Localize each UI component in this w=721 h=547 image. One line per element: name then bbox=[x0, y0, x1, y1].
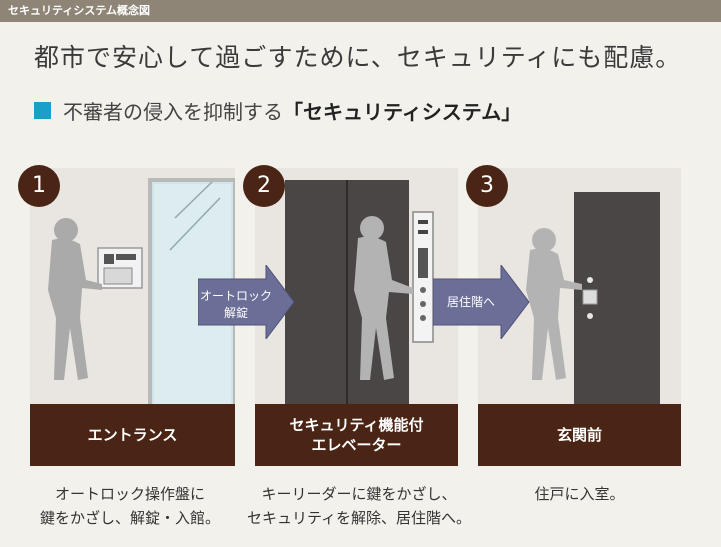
arrow-label-line1: 居住階へ bbox=[446, 295, 495, 309]
front-door-illustration bbox=[526, 192, 660, 404]
caption-line1: 住戸に入室。 bbox=[534, 485, 625, 503]
step-label-line1: 玄関前 bbox=[556, 426, 602, 444]
step-label-band: 玄関前 bbox=[478, 404, 681, 466]
step-number-badge: 3 bbox=[466, 165, 508, 207]
step-number-badge: 1 bbox=[18, 165, 60, 207]
arrow-label-line1: オートロック bbox=[199, 289, 272, 303]
caption-line1: オートロック操作盤に bbox=[54, 485, 205, 503]
step-panel-elevator: セキュリティ機能付 エレベーター bbox=[255, 168, 458, 466]
arrow-right-icon bbox=[433, 265, 530, 339]
arrow-label-line2: 解錠 bbox=[223, 306, 248, 320]
step-label-line1: エントランス bbox=[87, 426, 178, 444]
step-label-band: エントランス bbox=[30, 404, 235, 466]
headline: 都市で安心して過ごすために、セキュリティにも配慮。 bbox=[34, 43, 682, 72]
subheading: 不審者の侵入を抑制する 「セキュリティシステム」 bbox=[34, 96, 521, 125]
step-panel-front-door: 玄関前 bbox=[478, 168, 681, 466]
elevator-illustration bbox=[285, 180, 434, 404]
subheading-plain: 不審者の侵入を抑制する bbox=[63, 100, 283, 124]
step-caption: オートロック操作盤に 鍵をかざし、解錠・入館。 bbox=[20, 482, 240, 530]
header-bar: セキュリティシステム概念図 bbox=[0, 0, 721, 22]
arrow-label: 居住階へ bbox=[433, 294, 509, 311]
step-label-band: セキュリティ機能付 エレベーター bbox=[255, 404, 458, 466]
subheading-strong: 「セキュリティシステム」 bbox=[283, 100, 522, 124]
step-number-badge: 2 bbox=[243, 165, 285, 207]
step-caption: キーリーダーに鍵をかざし、 セキュリティを解除、居住階へ。 bbox=[236, 482, 482, 530]
step-caption: 住戸に入室。 bbox=[478, 482, 681, 506]
step-label-line2: エレベーター bbox=[311, 436, 402, 454]
step-label-line1: セキュリティ機能付 bbox=[289, 416, 424, 434]
arrow-right-icon bbox=[198, 265, 295, 339]
caption-line2: 鍵をかざし、解錠・入館。 bbox=[39, 509, 220, 527]
header-title: セキュリティシステム概念図 bbox=[8, 4, 151, 17]
caption-line2: セキュリティを解除、居住階へ。 bbox=[246, 509, 472, 527]
arrow-label: オートロック 解錠 bbox=[198, 288, 274, 322]
caption-line1: キーリーダーに鍵をかざし、 bbox=[261, 485, 457, 503]
blue-square-icon bbox=[34, 102, 51, 119]
